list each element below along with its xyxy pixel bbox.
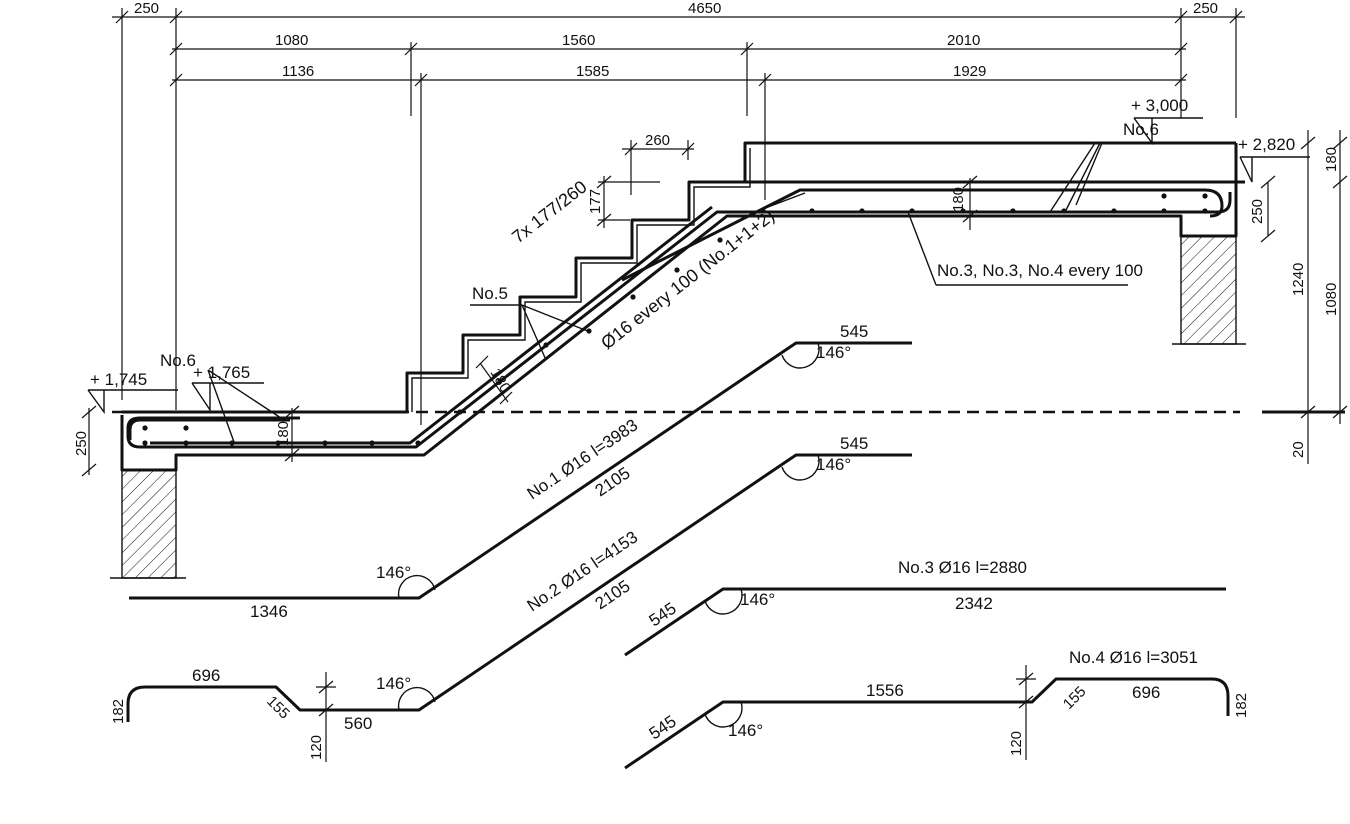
bar-no4-diag: 545 (646, 712, 680, 744)
dimension-chain-row2: 1080 1560 2010 (169, 32, 1188, 116)
rebar-dots (142, 193, 1208, 446)
bar-no2-angle-bottom: 146° (376, 674, 411, 693)
dim-row3-a: 1136 (282, 63, 314, 80)
bar-no4-hook-diag: 155 (1060, 683, 1090, 713)
dim-row3-c: 1929 (953, 63, 986, 80)
bar-no2-diag-length: 2105 (592, 576, 634, 613)
dimension-left-vertical: 250 180 (73, 405, 300, 477)
dim-landing-right-180: 180 (950, 187, 967, 212)
bar-no3-angle: 146° (740, 590, 775, 609)
support-left (110, 469, 186, 579)
dim-row3-b: 1585 (576, 63, 609, 80)
dim-right-20: 20 (1290, 441, 1307, 458)
dim-left-support: 250 (134, 0, 159, 17)
bar-no3-flat: 2342 (955, 594, 993, 613)
dim-right-support: 250 (1193, 0, 1218, 17)
dim-row2-c: 2010 (947, 32, 980, 49)
dim-right-180: 180 (1323, 147, 1340, 172)
dim-right-1080: 1080 (1323, 283, 1340, 316)
dim-tread-260: 260 (645, 132, 670, 149)
dim-right-1240: 1240 (1290, 263, 1307, 296)
level-left-upper: + 1,765 (193, 363, 250, 382)
dim-total-span: 4650 (688, 0, 721, 17)
dim-left-250: 250 (73, 431, 90, 456)
bar-no2-hook-flat: 696 (192, 666, 220, 685)
leader-no5: No.5 (470, 284, 591, 361)
bar-no1-bottom-length: 1346 (250, 602, 288, 621)
bar-no1-top-length: 545 (840, 322, 868, 341)
label-no6-right: No.6 (1123, 120, 1159, 139)
dim-row2-a: 1080 (275, 32, 308, 49)
bar-no2-flat: 560 (344, 714, 372, 733)
level-marker-left: + 1,745 + 1,765 No.6 (87, 351, 285, 443)
bar-no4-hook-flat: 696 (1132, 683, 1160, 702)
dim-left-180: 180 (275, 421, 292, 446)
bar-no4-title: No.4 Ø16 l=3051 (1069, 648, 1198, 667)
bar-no2-hook-vert: 182 (110, 699, 127, 724)
dim-right-slab-250: 250 (1249, 199, 1266, 224)
bar-no4-offset: 120 (1008, 731, 1025, 756)
bar-no2-top-length: 545 (840, 434, 868, 453)
dimension-tread-riser: 260 177 7x 177/260 (508, 132, 695, 248)
label-landing-rebar: No.3, No.3, No.4 every 100 (937, 261, 1143, 280)
dim-row2-b: 1560 (562, 32, 595, 49)
bar-no1-diag-length: 2105 (592, 463, 634, 500)
level-right-lower: + 2,820 (1238, 135, 1295, 154)
level-marker-right: + 3,000 No.6 + 2,820 (1000, 96, 1310, 213)
rebar-top-main (126, 188, 1224, 449)
bar-no4-angle: 146° (728, 721, 763, 740)
dim-step-count: 7x 177/260 (508, 177, 591, 248)
bar-no4-flat: 1556 (866, 681, 904, 700)
bar-no2-offset: 120 (308, 735, 325, 760)
leader-landing-rebar: No.3, No.3, No.4 every 100 (907, 211, 1143, 286)
bar-no3: 146° 2342 545 No.3 Ø16 l=2880 (624, 558, 1226, 657)
dim-riser-177: 177 (587, 189, 604, 214)
bar-no3-diag: 545 (646, 599, 680, 631)
dim-flight-180: 180 (487, 366, 514, 396)
stair-step-inner-lines (411, 148, 751, 412)
label-no5: No.5 (472, 284, 508, 303)
support-right (1172, 235, 1246, 345)
bar-no2-angle-top: 146° (816, 455, 851, 474)
bar-no1-angle-top: 146° (816, 343, 851, 362)
level-left-lower: + 1,745 (90, 370, 147, 389)
bar-no3-title: No.3 Ø16 l=2880 (898, 558, 1027, 577)
rebar-bottom-main (128, 192, 1232, 449)
dimension-chain-row3: 1136 1585 1929 (169, 63, 1188, 425)
level-right-upper: + 3,000 (1131, 96, 1188, 115)
label-no6-left: No.6 (160, 351, 196, 370)
dimension-right-vertical: 180 1240 1080 20 250 (1249, 130, 1348, 464)
dimension-chain-top: 250 4650 250 (112, 0, 1245, 410)
bar-no1-angle-bottom: 146° (376, 563, 411, 582)
stair-concrete-outline (120, 141, 1245, 472)
bar-no4: 146° 1556 545 No.4 Ø16 l=3051 696 182 15… (624, 648, 1250, 770)
bar-no4-hook-vert: 182 (1233, 693, 1250, 718)
dimension-right-slab: 180 (950, 175, 978, 230)
